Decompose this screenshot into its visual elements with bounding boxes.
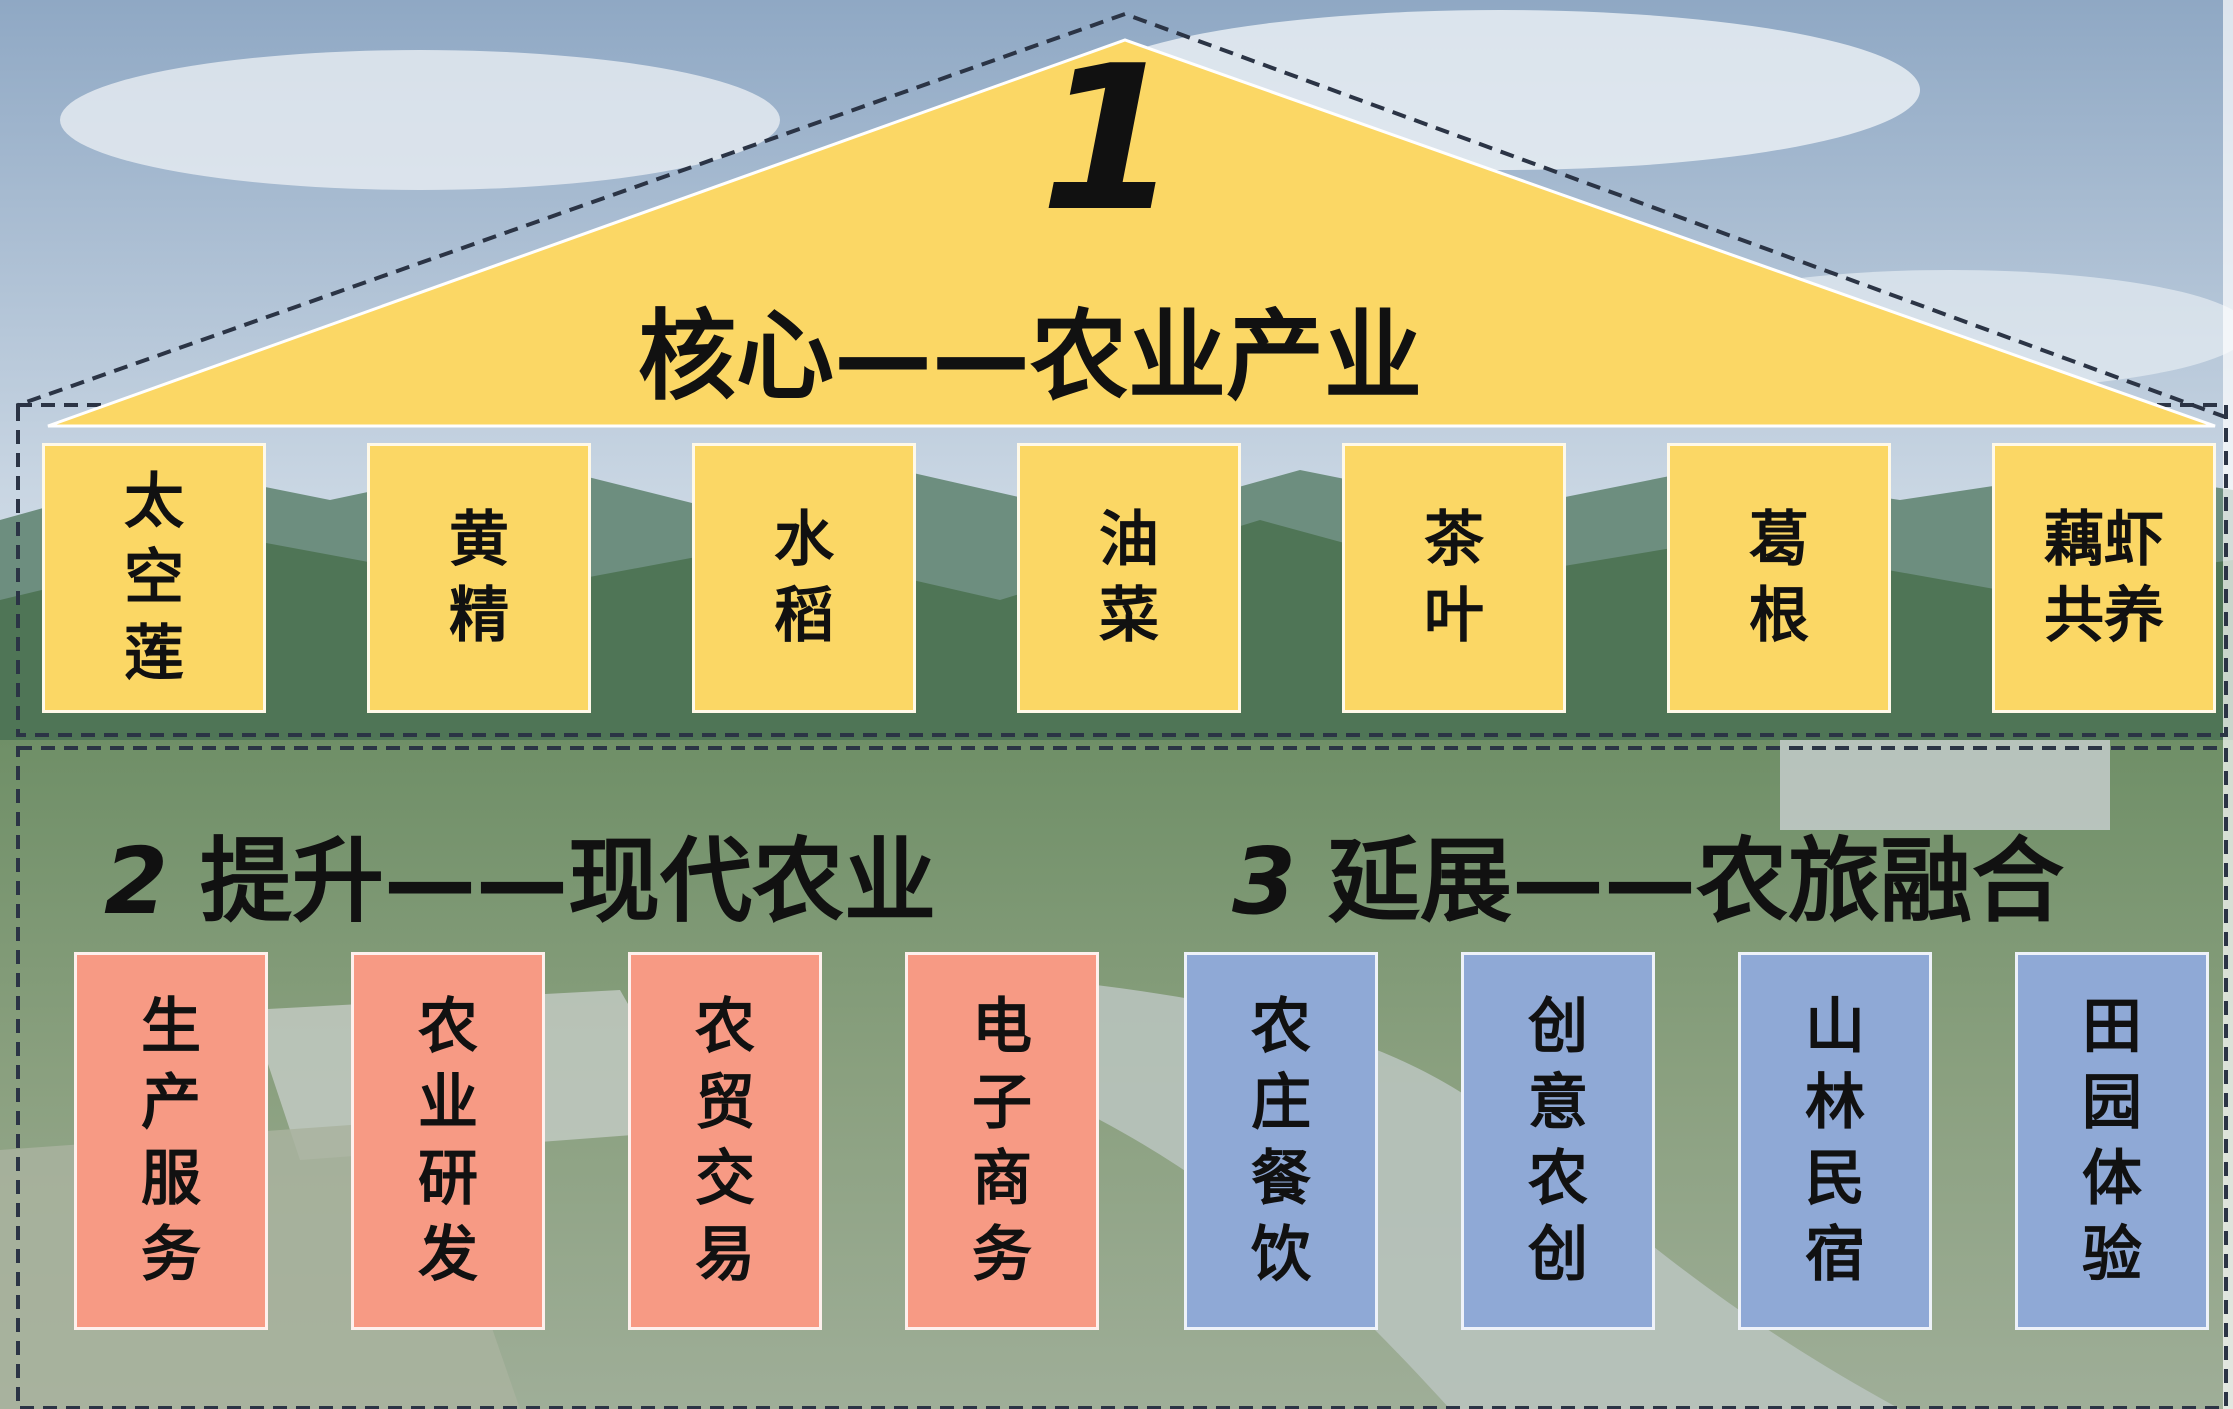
upgrade-title: 提升——现代农业 <box>200 828 937 935</box>
extend-item-label: 意 <box>1528 1068 1588 1138</box>
upgrade-item-label: 产 <box>141 1068 201 1138</box>
core-item-label: 空 <box>124 543 184 613</box>
upgrade-item-label: 业 <box>418 1068 478 1138</box>
upgrade-item-box: 农贸交易 <box>628 952 822 1330</box>
upgrade-item-label: 发 <box>418 1220 478 1290</box>
extend-item-label: 山 <box>1805 992 1865 1062</box>
core-item-label: 油 <box>1099 505 1159 575</box>
upgrade-item-label: 生 <box>141 992 201 1062</box>
extend-item-label: 林 <box>1805 1068 1865 1138</box>
extend-item-label: 庄 <box>1251 1068 1311 1138</box>
upgrade-item-label: 服 <box>141 1144 201 1214</box>
extend-item-box: 田园体验 <box>2015 952 2209 1330</box>
extend-item-label: 田 <box>2082 992 2142 1062</box>
core-item-label: 茶 <box>1424 505 1484 575</box>
upgrade-item-box: 农业研发 <box>351 952 545 1330</box>
upgrade-item-label: 贸 <box>695 1068 755 1138</box>
extend-number: 3 <box>1232 828 1297 935</box>
core-item-box: 太空莲 <box>42 443 266 713</box>
upgrade-item-label: 易 <box>695 1220 755 1290</box>
extend-item-box: 山林民宿 <box>1738 952 1932 1330</box>
upgrade-item-label: 研 <box>418 1144 478 1214</box>
upgrade-item-label: 务 <box>141 1220 201 1290</box>
core-item-box: 油菜 <box>1017 443 1241 713</box>
core-item-label: 叶 <box>1424 581 1484 651</box>
core-title: 核心——农业产业 <box>638 300 1423 414</box>
core-item-label: 黄 <box>449 505 509 575</box>
upgrade-item-label: 交 <box>695 1144 755 1214</box>
upgrade-item-label: 子 <box>972 1068 1032 1138</box>
extend-item-label: 饮 <box>1251 1220 1311 1290</box>
upgrade-item-label: 农 <box>418 992 478 1062</box>
core-item-label: 藕虾 <box>2044 505 2164 575</box>
village <box>1780 740 2110 830</box>
core-item-box: 葛根 <box>1667 443 1891 713</box>
extend-item-label: 农 <box>1251 992 1311 1062</box>
extend-item-label: 餐 <box>1251 1144 1311 1214</box>
core-item-label: 莲 <box>124 619 184 689</box>
extend-item-label: 农 <box>1528 1144 1588 1214</box>
core-item-label: 精 <box>449 581 509 651</box>
extend-item-label: 宿 <box>1805 1220 1865 1290</box>
cloud <box>60 50 780 190</box>
extend-item-label: 体 <box>2082 1144 2142 1214</box>
core-item-box: 黄精 <box>367 443 591 713</box>
upgrade-item-label: 商 <box>972 1144 1032 1214</box>
core-item-label: 太 <box>124 467 184 537</box>
upgrade-item-box: 电子商务 <box>905 952 1099 1330</box>
extend-item-label: 园 <box>2082 1068 2142 1138</box>
upgrade-item-box: 生产服务 <box>74 952 268 1330</box>
core-item-box: 藕虾共养 <box>1992 443 2216 713</box>
core-item-label: 葛 <box>1749 505 1809 575</box>
core-item-label: 菜 <box>1099 581 1159 651</box>
extend-item-box: 农庄餐饮 <box>1184 952 1378 1330</box>
extend-item-label: 验 <box>2082 1220 2142 1290</box>
upgrade-item-label: 务 <box>972 1220 1032 1290</box>
extend-title: 延展——农旅融合 <box>1328 828 2065 935</box>
upgrade-item-label: 农 <box>695 992 755 1062</box>
extend-item-label: 创 <box>1528 992 1588 1062</box>
extend-heading: 3 延展——农旅融合 <box>1232 836 2064 928</box>
core-item-box: 水稻 <box>692 443 916 713</box>
upgrade-number: 2 <box>104 828 169 935</box>
core-item-label: 水 <box>774 505 834 575</box>
extend-item-label: 创 <box>1528 1220 1588 1290</box>
extend-item-label: 民 <box>1805 1144 1865 1214</box>
extend-item-box: 创意农创 <box>1461 952 1655 1330</box>
lower-dashed-frame <box>16 746 2228 1409</box>
core-item-label: 稻 <box>774 581 834 651</box>
core-item-label: 共养 <box>2044 581 2164 651</box>
core-number: 1 <box>1040 23 1180 256</box>
core-item-box: 茶叶 <box>1342 443 1566 713</box>
core-item-label: 根 <box>1749 581 1809 651</box>
upgrade-heading: 2 提升——现代农业 <box>104 836 936 928</box>
core-roof <box>47 38 2216 428</box>
upgrade-item-label: 电 <box>972 992 1032 1062</box>
